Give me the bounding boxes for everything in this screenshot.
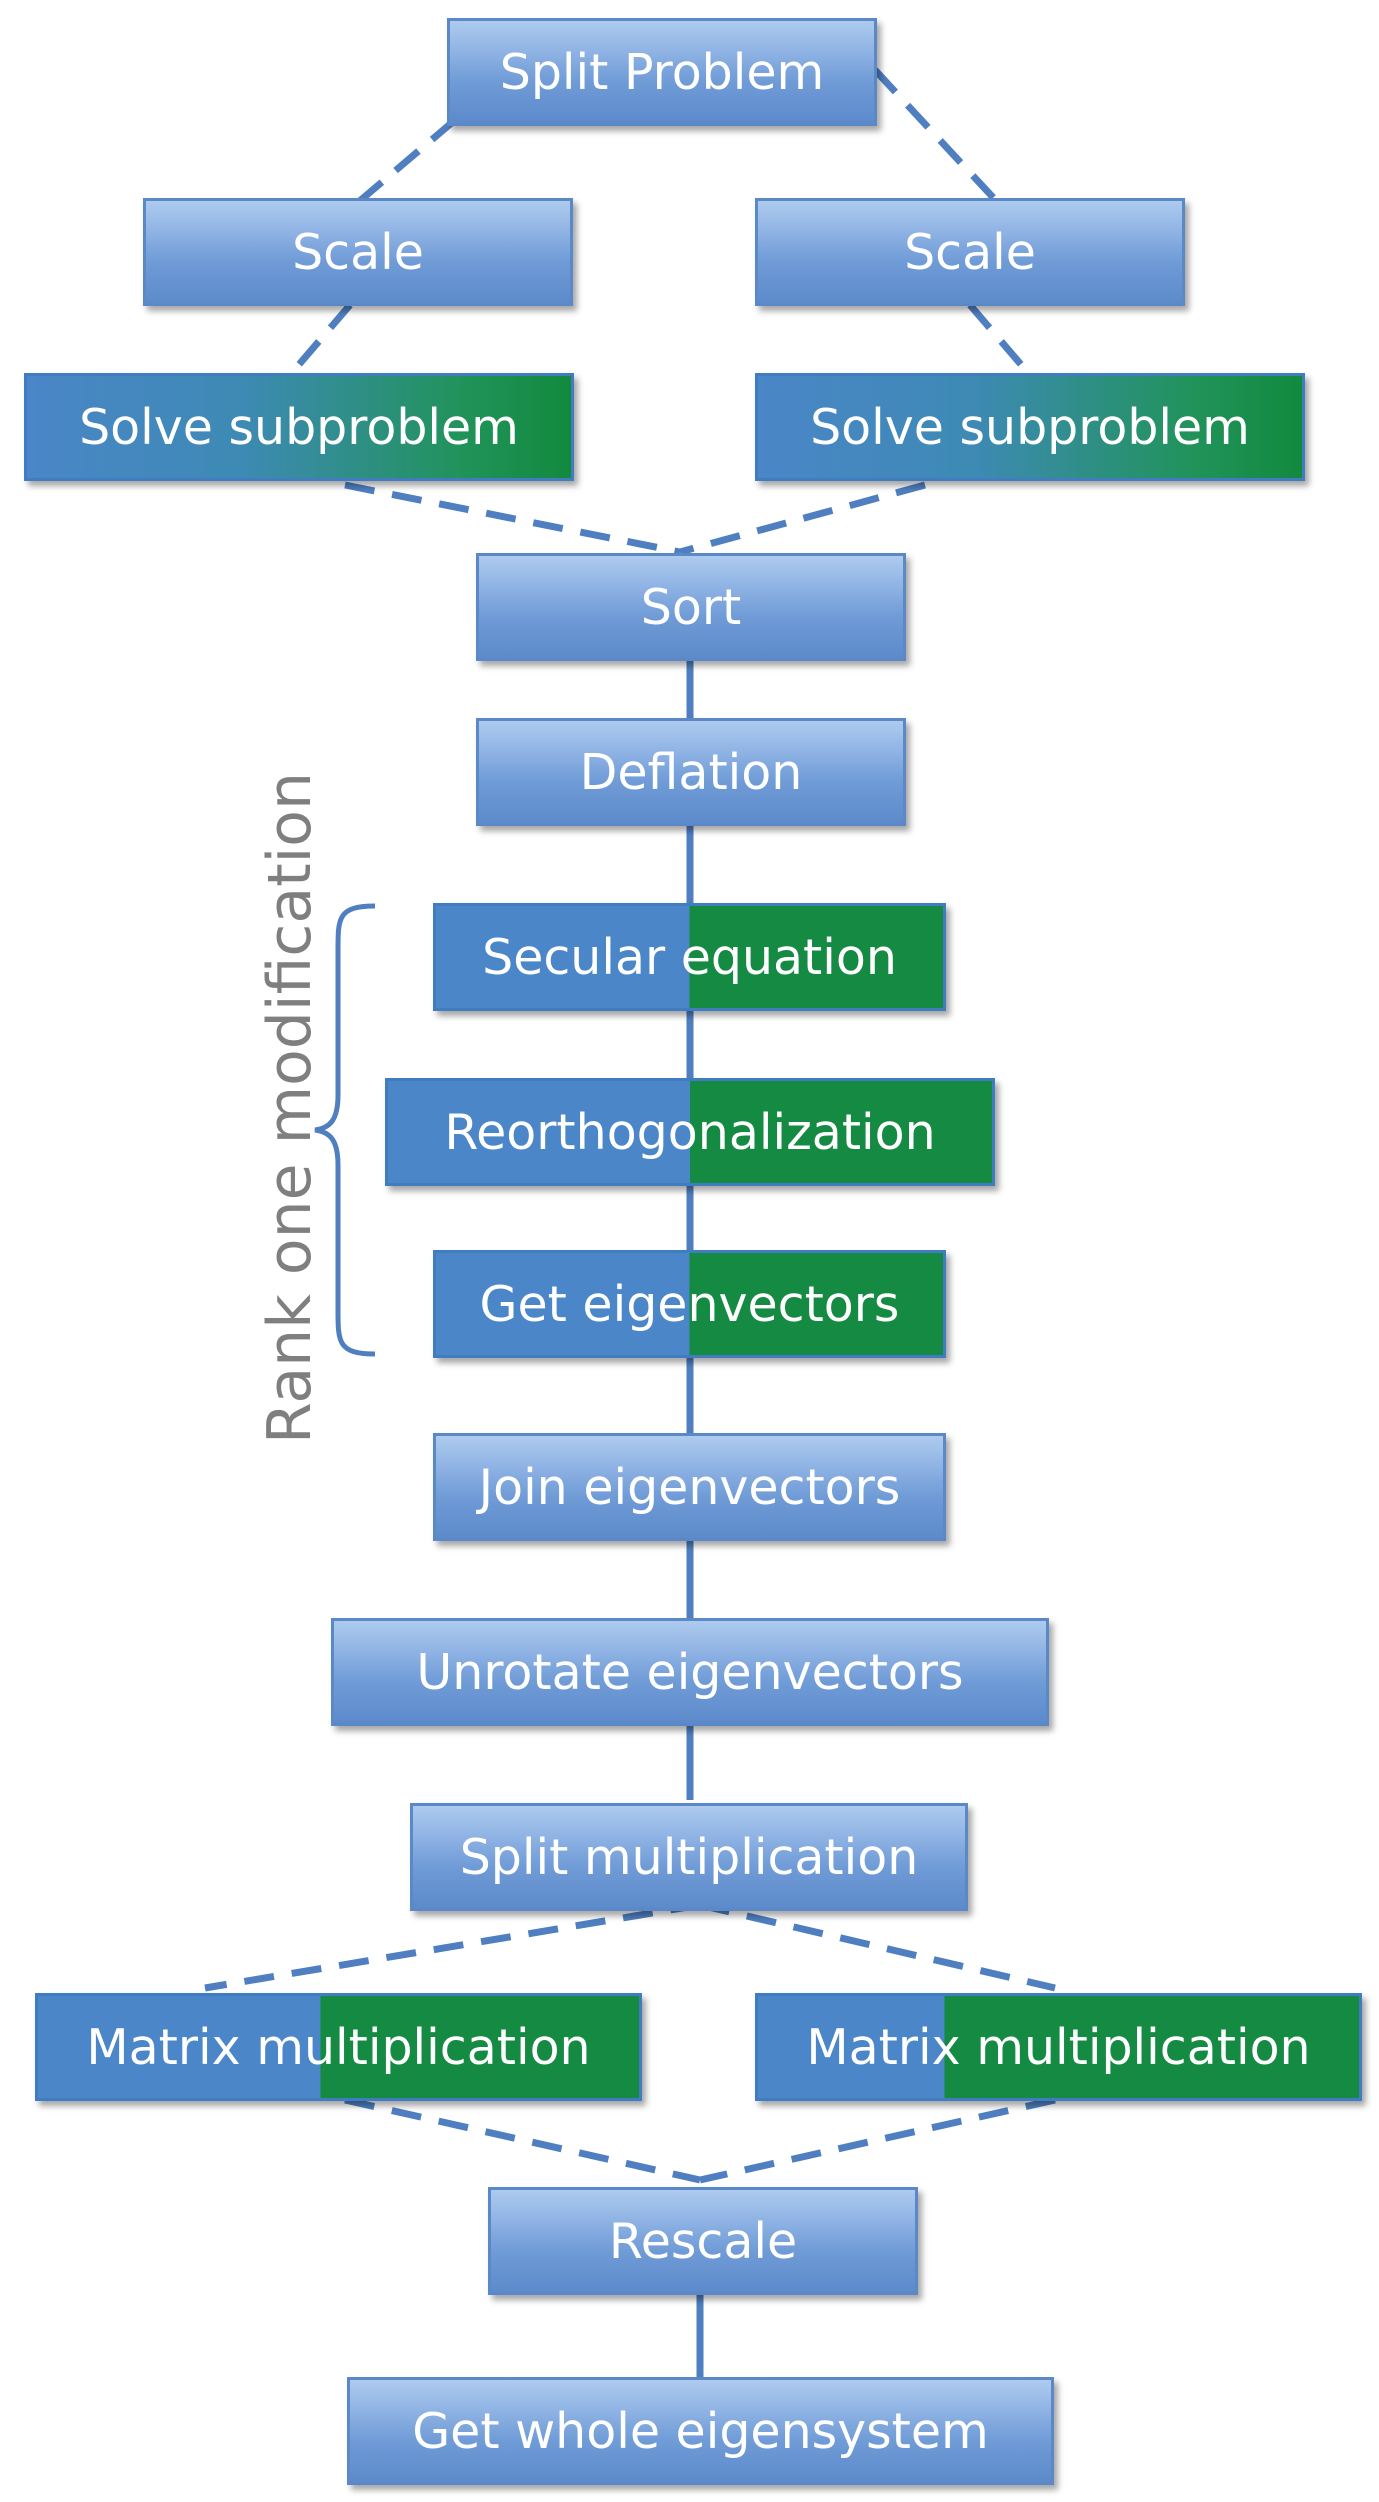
get-whole-eigensystem-box[interactable]: Get whole eigensystem xyxy=(347,2377,1054,2485)
connector-split-mult-matmul-right xyxy=(699,1901,1056,1992)
get-whole-eigensystem-label: Get whole eigensystem xyxy=(412,2402,989,2460)
matrix-multiplication-left-label: Matrix multiplication xyxy=(86,2018,591,2076)
matrix-multiplication-right-box[interactable]: Matrix multiplication xyxy=(755,1993,1362,2101)
connector-scale-solve-right xyxy=(967,302,1033,378)
connector-matmul-left-rescale xyxy=(344,2096,701,2184)
solve-subproblem-left-box[interactable]: Solve subproblem xyxy=(24,373,574,481)
deflation-label: Deflation xyxy=(579,743,803,801)
join-eigenvectors-label: Join eigenvectors xyxy=(478,1458,901,1516)
secular-equation-box[interactable]: Secular equation xyxy=(433,903,946,1011)
scale-left-box[interactable]: Scale xyxy=(143,198,573,306)
matrix-multiplication-right-label: Matrix multiplication xyxy=(806,2018,1311,2076)
scale-right-box[interactable]: Scale xyxy=(755,198,1185,306)
rank-one-bracket xyxy=(314,903,376,1357)
connector-solve-left-sort xyxy=(344,481,681,556)
split-problem-box[interactable]: Split Problem xyxy=(447,18,877,126)
scale-right-label: Scale xyxy=(904,223,1036,281)
rank-one-label: Rank one modification xyxy=(255,771,325,1445)
get-eigenvectors-box[interactable]: Get eigenvectors xyxy=(433,1250,946,1358)
solve-subproblem-right-box[interactable]: Solve subproblem xyxy=(755,373,1305,481)
join-eigenvectors-box[interactable]: Join eigenvectors xyxy=(433,1433,946,1541)
reorthogonalization-box[interactable]: Reorthogonalization xyxy=(385,1078,995,1186)
rescale-box[interactable]: Rescale xyxy=(488,2187,918,2295)
secular-equation-label: Secular equation xyxy=(482,928,897,986)
rescale-label: Rescale xyxy=(608,2212,798,2270)
connector-split-scale-right xyxy=(872,67,1003,208)
connector-scale-solve-left xyxy=(287,302,353,378)
scale-left-label: Scale xyxy=(292,223,424,281)
unrotate-eigenvectors-box[interactable]: Unrotate eigenvectors xyxy=(331,1618,1049,1726)
reorthogonalization-label: Reorthogonalization xyxy=(444,1103,936,1161)
unrotate-eigenvectors-label: Unrotate eigenvectors xyxy=(416,1643,964,1701)
connector-solve-right-sort xyxy=(679,481,926,556)
split-multiplication-label: Split multiplication xyxy=(459,1828,919,1886)
connector-split-mult-matmul-left xyxy=(204,1901,701,1992)
connector-split-scale-left xyxy=(352,117,458,208)
split-problem-label: Split Problem xyxy=(499,43,825,101)
solve-subproblem-left-label: Solve subproblem xyxy=(79,398,519,456)
sort-label: Sort xyxy=(640,578,742,636)
matrix-multiplication-left-box[interactable]: Matrix multiplication xyxy=(35,1993,642,2101)
get-eigenvectors-label: Get eigenvectors xyxy=(479,1275,900,1333)
solve-subproblem-right-label: Solve subproblem xyxy=(810,398,1250,456)
connector-matmul-right-rescale xyxy=(699,2096,1056,2184)
sort-box[interactable]: Sort xyxy=(476,553,906,661)
split-multiplication-box[interactable]: Split multiplication xyxy=(410,1803,968,1911)
deflation-box[interactable]: Deflation xyxy=(476,718,906,826)
